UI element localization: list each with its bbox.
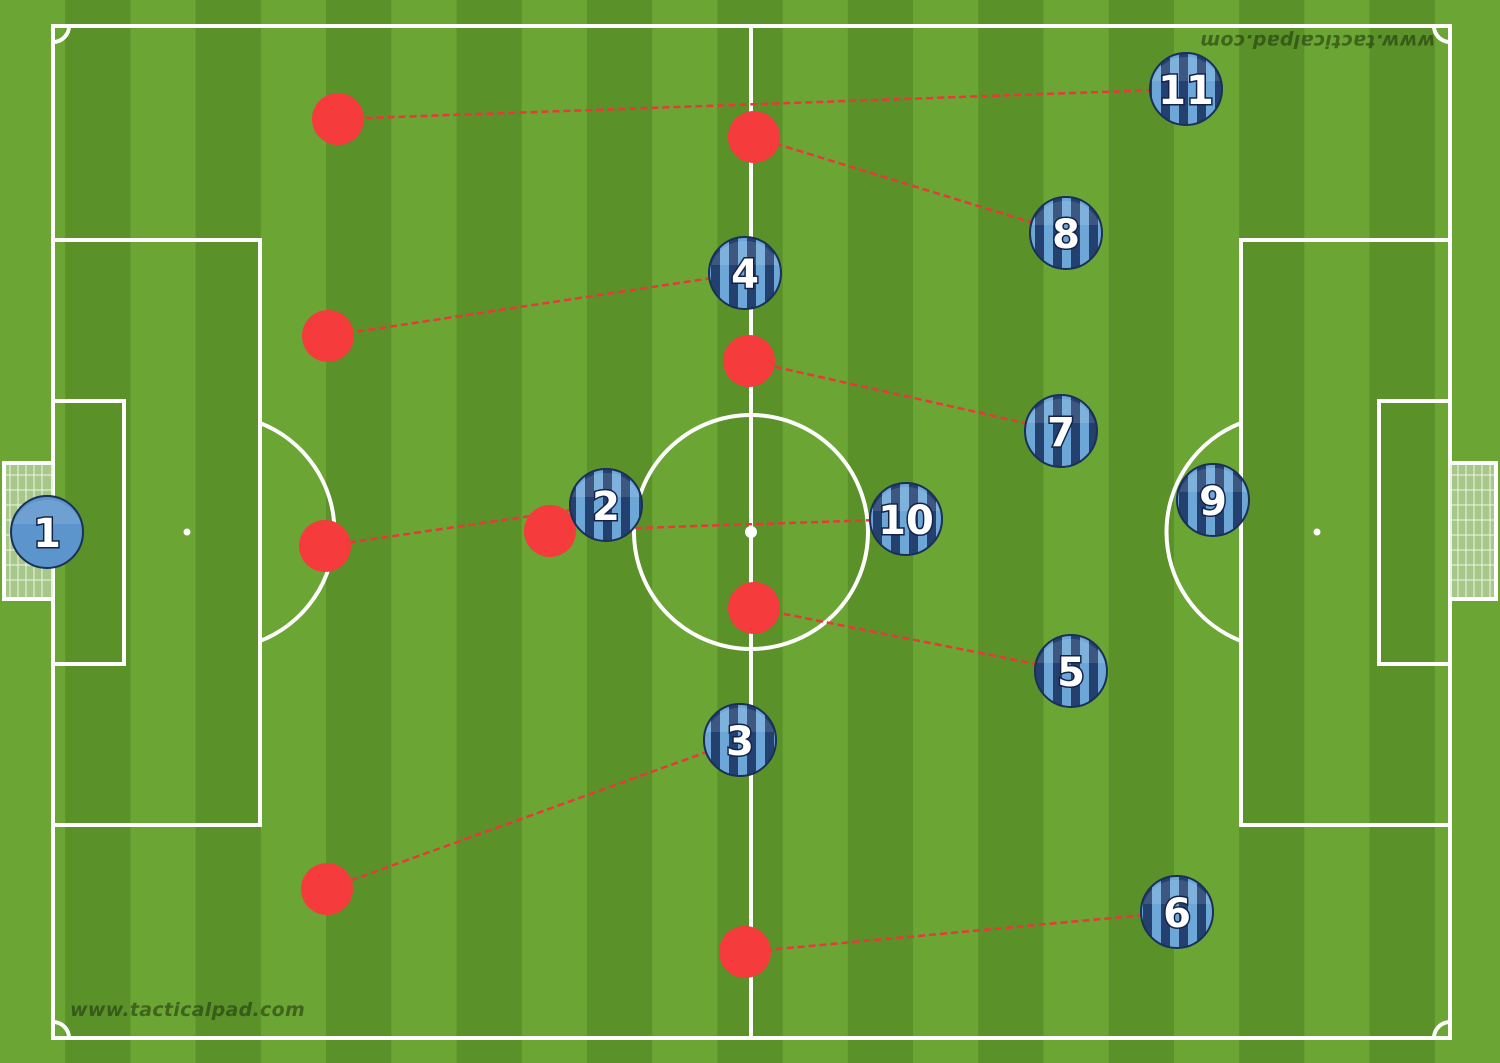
opponent-marker[interactable] (728, 111, 780, 163)
player-disc (10, 495, 84, 569)
player-disc-shine (711, 240, 779, 265)
pitch-stripe (652, 0, 718, 1063)
opponent-marker[interactable] (728, 582, 780, 634)
player-disc-shine (1179, 467, 1247, 492)
player-number: 6 (1163, 891, 1191, 937)
player-disc-shine (1152, 56, 1220, 81)
player-number: 10 (878, 498, 934, 544)
player-8[interactable]: 8 (1029, 196, 1103, 270)
marking-line-player-5 (753, 606, 1072, 673)
player-number: 2 (592, 484, 620, 530)
player-disc-shine (1027, 398, 1095, 423)
right-penalty-spot (1313, 528, 1321, 536)
player-disc (708, 236, 782, 310)
player-disc (569, 468, 643, 542)
left-goal-frame (2, 461, 53, 601)
center-circle (632, 413, 870, 651)
player-number: 8 (1052, 212, 1080, 258)
marking-line-player-4 (327, 271, 746, 338)
player-disc (1149, 52, 1223, 126)
player-number: 3 (726, 719, 754, 765)
pitch-stripe (1043, 0, 1110, 1063)
opponent-marker[interactable] (301, 863, 353, 915)
player-number: 1 (33, 511, 61, 557)
center-spot (745, 526, 757, 538)
player-disc (869, 482, 943, 556)
player-11[interactable]: 11 (1149, 52, 1223, 126)
corner-arc-top-left (52, 25, 71, 44)
player-disc (703, 703, 777, 777)
player-disc (1029, 196, 1103, 270)
marking-line-player-6 (744, 910, 1178, 954)
marking-line-player-11 (337, 87, 1187, 121)
player-10[interactable]: 10 (869, 482, 943, 556)
player-disc (1024, 394, 1098, 468)
pitch-stripe (456, 0, 523, 1063)
player-number: 5 (1057, 650, 1085, 696)
player-7[interactable]: 7 (1024, 394, 1098, 468)
player-disc-shine (872, 486, 940, 511)
corner-arc-bottom-left (52, 1020, 71, 1039)
player-1[interactable]: 1 (10, 495, 84, 569)
player-2[interactable]: 2 (569, 468, 643, 542)
pitch-stripe (782, 0, 849, 1063)
watermark-top: www.tacticalpad.com (1200, 30, 1436, 52)
player-6[interactable]: 6 (1140, 875, 1214, 949)
player-disc-shine (1032, 200, 1100, 225)
left-penalty-spot (183, 528, 191, 536)
player-disc-shine (1037, 638, 1105, 663)
right-penalty-arc (1164, 421, 1242, 643)
player-number: 7 (1047, 410, 1075, 456)
pitch-stripe (391, 0, 458, 1063)
opponent-marker[interactable] (719, 926, 771, 978)
player-disc-shine (13, 499, 81, 524)
pitch-stripe (978, 0, 1044, 1063)
marking-line-player-3 (326, 738, 741, 891)
corner-arc-top-right (1432, 25, 1451, 44)
player-disc (1034, 634, 1108, 708)
player-9[interactable]: 9 (1176, 463, 1250, 537)
pitch-stripe (1239, 0, 1305, 1063)
player-disc-shine (1143, 879, 1211, 904)
opponent-marker[interactable] (299, 520, 351, 572)
player-number: 9 (1199, 479, 1227, 525)
player-3[interactable]: 3 (703, 703, 777, 777)
corner-arc-bottom-right (1432, 1020, 1451, 1039)
right-goal-net (1450, 463, 1496, 599)
opponent-marker[interactable] (312, 93, 364, 145)
pitch-stripe (195, 0, 262, 1063)
player-disc (1140, 875, 1214, 949)
player-tokens: 1 2 3 4 5 6 7 8 9 10 11 (10, 52, 1250, 949)
player-disc (1176, 463, 1250, 537)
player-number: 11 (1158, 68, 1214, 114)
player-5[interactable]: 5 (1034, 634, 1108, 708)
right-goal-frame (1450, 461, 1498, 601)
opponent-marker[interactable] (723, 335, 775, 387)
player-disc-shine (706, 707, 774, 732)
opponent-marker[interactable] (524, 505, 576, 557)
player-4[interactable]: 4 (708, 236, 782, 310)
watermark-bottom: www.tacticalpad.com (70, 999, 306, 1021)
right-goal-net-mesh (1450, 463, 1496, 599)
right-goal (1450, 461, 1498, 601)
player-number: 4 (731, 252, 759, 298)
opponent-markers (299, 93, 780, 978)
opponent-marker[interactable] (302, 310, 354, 362)
marking-line-player-7 (748, 359, 1062, 433)
marking-line-player-10 (549, 517, 907, 533)
player-disc-shine (572, 472, 640, 497)
